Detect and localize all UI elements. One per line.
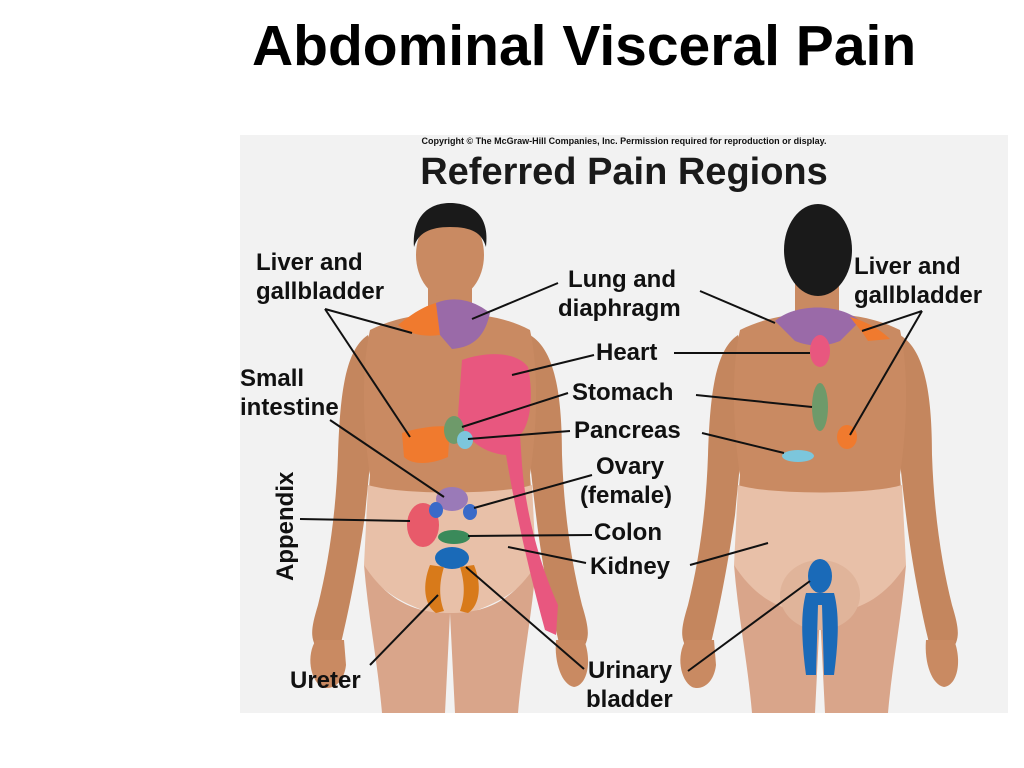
figure-title: Referred Pain Regions: [420, 151, 828, 193]
line-small-intestine: [329, 419, 445, 498]
line-liver-left-1: [324, 308, 413, 334]
back-right-arm: [892, 335, 958, 647]
label-bladder-1: Urinary: [588, 657, 673, 684]
front-lung-diaphragm-region: [436, 299, 490, 349]
front-right-hand: [555, 640, 589, 687]
label-liver-left-1: Liver and: [256, 249, 363, 276]
line-ureter: [369, 594, 439, 666]
label-appendix: Appendix: [272, 471, 299, 581]
line-pancreas-front: [467, 430, 571, 440]
label-bladder-2: bladder: [586, 686, 673, 713]
line-liver-right-1: [861, 310, 923, 332]
label-ovary-1: Ovary: [596, 453, 665, 480]
front-body: [310, 203, 589, 713]
line-kidney-front: [507, 546, 587, 564]
back-stomach-region: [812, 383, 828, 431]
line-appendix: [299, 518, 411, 522]
front-bladder-region: [435, 547, 469, 569]
line-bladder-front: [465, 566, 585, 670]
front-ovary-left: [429, 502, 443, 518]
front-left-arm: [312, 335, 380, 647]
line-lung-front: [471, 282, 559, 320]
back-head: [784, 204, 852, 296]
line-stomach-back: [695, 394, 813, 408]
label-ovary-2: (female): [580, 482, 673, 509]
back-ureter-region: [802, 593, 838, 675]
front-left-hand: [310, 640, 346, 689]
back-pancreas-region: [782, 450, 814, 462]
label-lung-2: diaphragm: [558, 295, 681, 322]
slide-title: Abdominal Visceral Pain: [252, 14, 917, 78]
front-colon-region: [438, 530, 470, 544]
back-bladder-region: [808, 559, 832, 593]
label-colon: Colon: [594, 519, 662, 546]
leader-lines: [299, 282, 923, 672]
front-liver-region-abdomen: [402, 426, 450, 463]
label-pancreas: Pancreas: [574, 417, 681, 444]
label-ureter: Ureter: [290, 667, 361, 694]
copyright-notice: Copyright © The McGraw-Hill Companies, I…: [421, 136, 827, 146]
back-body: [680, 204, 959, 713]
back-heart-region: [810, 335, 830, 367]
line-pancreas-back: [701, 432, 785, 454]
line-heart-front: [511, 354, 595, 376]
label-lung-1: Lung and: [568, 266, 676, 293]
line-kidney-back: [689, 542, 769, 566]
label-heart: Heart: [596, 339, 658, 366]
front-ureter-region: [425, 565, 479, 613]
back-legs: [734, 565, 906, 713]
front-right-arm: [522, 335, 588, 647]
label-small-intestine-2: intestine: [240, 394, 339, 421]
front-legs: [364, 565, 536, 713]
back-lung-diaphragm-region: [775, 307, 860, 346]
referred-pain-figure: Copyright © The McGraw-Hill Companies, I…: [240, 135, 1008, 713]
line-colon: [467, 534, 593, 537]
line-liver-right-2: [849, 310, 923, 436]
line-bladder-back: [687, 580, 811, 672]
line-ovary: [473, 474, 593, 509]
back-pelvis: [734, 485, 906, 613]
back-right-hand: [925, 640, 959, 687]
line-liver-left-2: [324, 308, 411, 438]
front-liver-gallbladder-region: [398, 303, 440, 336]
front-heart-region: [458, 354, 558, 635]
front-pancreas-region: [457, 431, 473, 449]
label-liver-left-2: gallbladder: [256, 278, 385, 305]
front-ovary-right: [463, 504, 477, 520]
front-hair: [413, 203, 487, 247]
front-small-intestine-region: [436, 487, 468, 511]
back-left-arm: [682, 335, 750, 647]
line-lung-back: [699, 290, 776, 324]
anatomy-illustration: [299, 203, 959, 713]
front-head: [416, 211, 484, 299]
label-kidney: Kidney: [590, 553, 671, 580]
label-stomach: Stomach: [572, 379, 674, 406]
label-liver-right-2: gallbladder: [854, 282, 983, 309]
label-liver-right-1: Liver and: [854, 253, 961, 280]
line-stomach-front: [461, 392, 569, 428]
label-small-intestine-1: Small: [240, 365, 305, 392]
